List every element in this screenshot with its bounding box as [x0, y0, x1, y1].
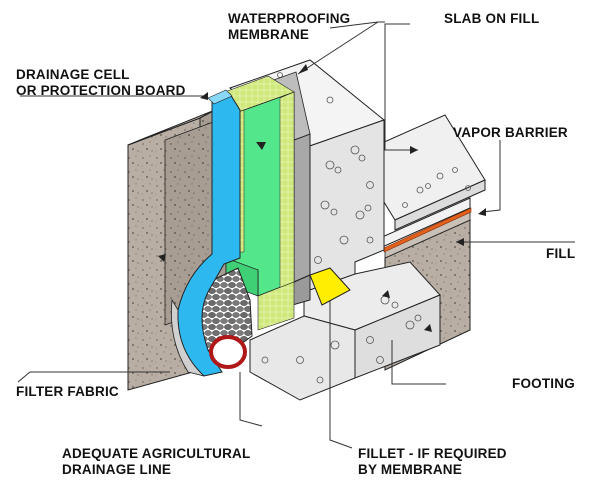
label-fillet: FILLET - IF REQUIRED BY MEMBRANE: [358, 446, 507, 477]
label-waterproofing-membrane: WATERPROOFING MEMBRANE: [228, 11, 351, 42]
label-footing: FOOTING: [512, 376, 575, 391]
label-agricultural-drainage-line: ADEQUATE AGRICULTURAL DRAINAGE LINE: [62, 446, 251, 477]
label-drainage-cell: DRAINAGE CELL OR PROTECTION BOARD: [16, 67, 186, 98]
protection-board: [213, 75, 295, 331]
label-vapor-barrier: VAPOR BARRIER: [453, 125, 568, 140]
agricultural-drainage-pipe: [209, 335, 247, 369]
leader-lines: [17, 21, 575, 449]
fillet: [309, 267, 351, 306]
filter-fabric: [171, 298, 205, 377]
drainage-cell-top: [207, 89, 233, 105]
leader-arrowheads: [158, 64, 486, 332]
vapor-barrier: [383, 207, 472, 253]
label-slab-on-fill: SLAB ON FILL: [444, 11, 540, 26]
label-fill: FILL: [546, 246, 576, 261]
label-filter-fabric: FILTER FABRIC: [16, 384, 119, 399]
